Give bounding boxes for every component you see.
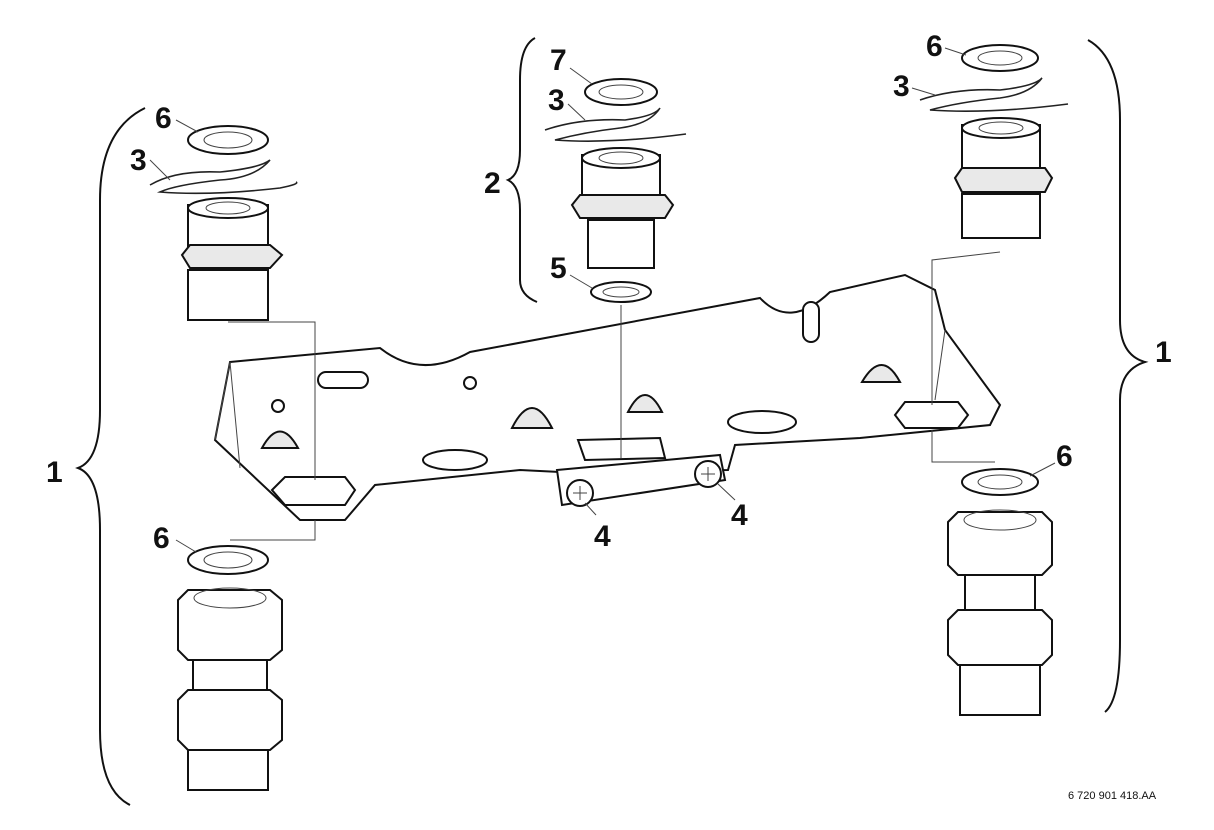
seal-ring-left-top — [187, 125, 269, 155]
callout-clip-left: 3 — [130, 144, 147, 177]
brace-left — [75, 107, 146, 806]
union-fitting-right — [947, 509, 1053, 716]
right-top-fitting-stack — [919, 44, 1069, 405]
union-fitting-left — [177, 587, 283, 791]
nipple-fitting-left-top — [180, 197, 284, 321]
seal-ring-right-bottom — [961, 468, 1039, 496]
document-id: 6 720 901 418.AA — [1068, 790, 1157, 802]
brace-right — [1087, 39, 1149, 713]
callout-seal-left-top: 6 — [155, 102, 172, 135]
callout-seal-center-bottom: 5 — [550, 252, 567, 285]
screw-right-icon — [694, 460, 722, 488]
seal-ring-right-top — [961, 44, 1039, 72]
seal-ring-center-bottom — [590, 281, 652, 303]
fixing-strip-with-screws — [555, 453, 727, 507]
callout-group-right: 1 — [1155, 336, 1172, 369]
callout-seal-center-top: 7 — [550, 44, 567, 77]
seal-ring-center-top — [584, 78, 658, 106]
spring-clip-center — [544, 107, 687, 142]
nipple-fitting-center — [570, 147, 675, 269]
nipple-fitting-right-top — [953, 117, 1054, 239]
left-top-fitting-stack — [149, 125, 316, 480]
spring-clip-left — [149, 159, 298, 195]
screw-left-icon — [566, 479, 594, 507]
callout-clip-right: 3 — [893, 70, 910, 103]
brace-center — [505, 37, 538, 303]
leader-lines — [149, 47, 1056, 553]
callout-group-center: 2 — [484, 167, 501, 200]
left-bottom-fitting-stack — [177, 520, 316, 791]
callout-screw-right: 4 — [731, 499, 748, 532]
callout-clip-center: 3 — [548, 84, 565, 117]
seal-ring-left-bottom — [187, 545, 269, 575]
callout-seal-left-bottom: 6 — [153, 522, 170, 555]
callout-seal-right-top: 6 — [926, 30, 943, 63]
callout-screw-left: 4 — [594, 520, 611, 553]
spring-clip-right — [919, 77, 1069, 112]
callout-seal-right-bottom: 6 — [1056, 440, 1073, 473]
right-bottom-fitting-stack — [931, 430, 1053, 716]
callout-group-left: 1 — [46, 456, 63, 489]
center-fitting-stack — [544, 78, 687, 458]
